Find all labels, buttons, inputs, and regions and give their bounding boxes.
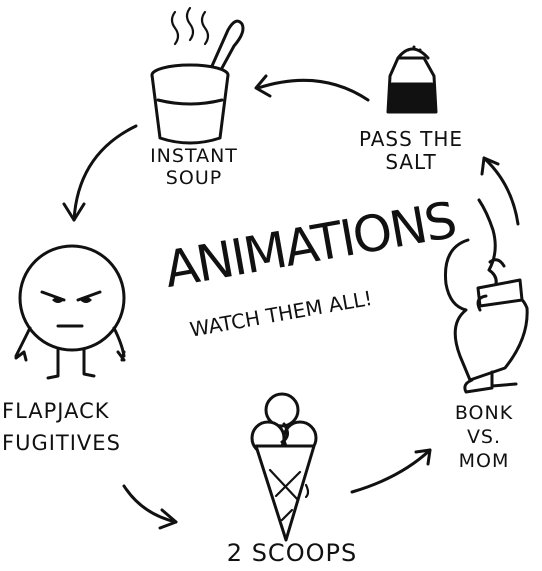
bonk-figure-icon: [443, 198, 529, 394]
label-pass-the-salt[interactable]: PASS THE SALT: [358, 127, 464, 174]
label-2-scoops[interactable]: 2 SCOOPS: [226, 539, 358, 567]
label-bonk-vs-mom[interactable]: BONK VS. MOM: [454, 402, 514, 472]
arrow-bonk-to-salt: [480, 156, 520, 226]
arrow-salt-to-soup: [254, 74, 370, 102]
ice-cream-cone-icon: [250, 392, 318, 542]
label-instant-soup[interactable]: INSTANT SOUP: [150, 145, 238, 189]
soup-cup-icon: [150, 6, 245, 145]
arrow-scoops-to-bonk: [350, 448, 432, 494]
flapjack-character-icon: [14, 244, 126, 380]
salt-shaker-icon: [386, 45, 438, 114]
arrow-soup-to-flapjack: [62, 124, 138, 222]
arrow-flapjack-to-scoops: [122, 484, 178, 530]
label-flapjack-fugitives[interactable]: FLAPJACK FUGITIVES: [2, 399, 121, 455]
